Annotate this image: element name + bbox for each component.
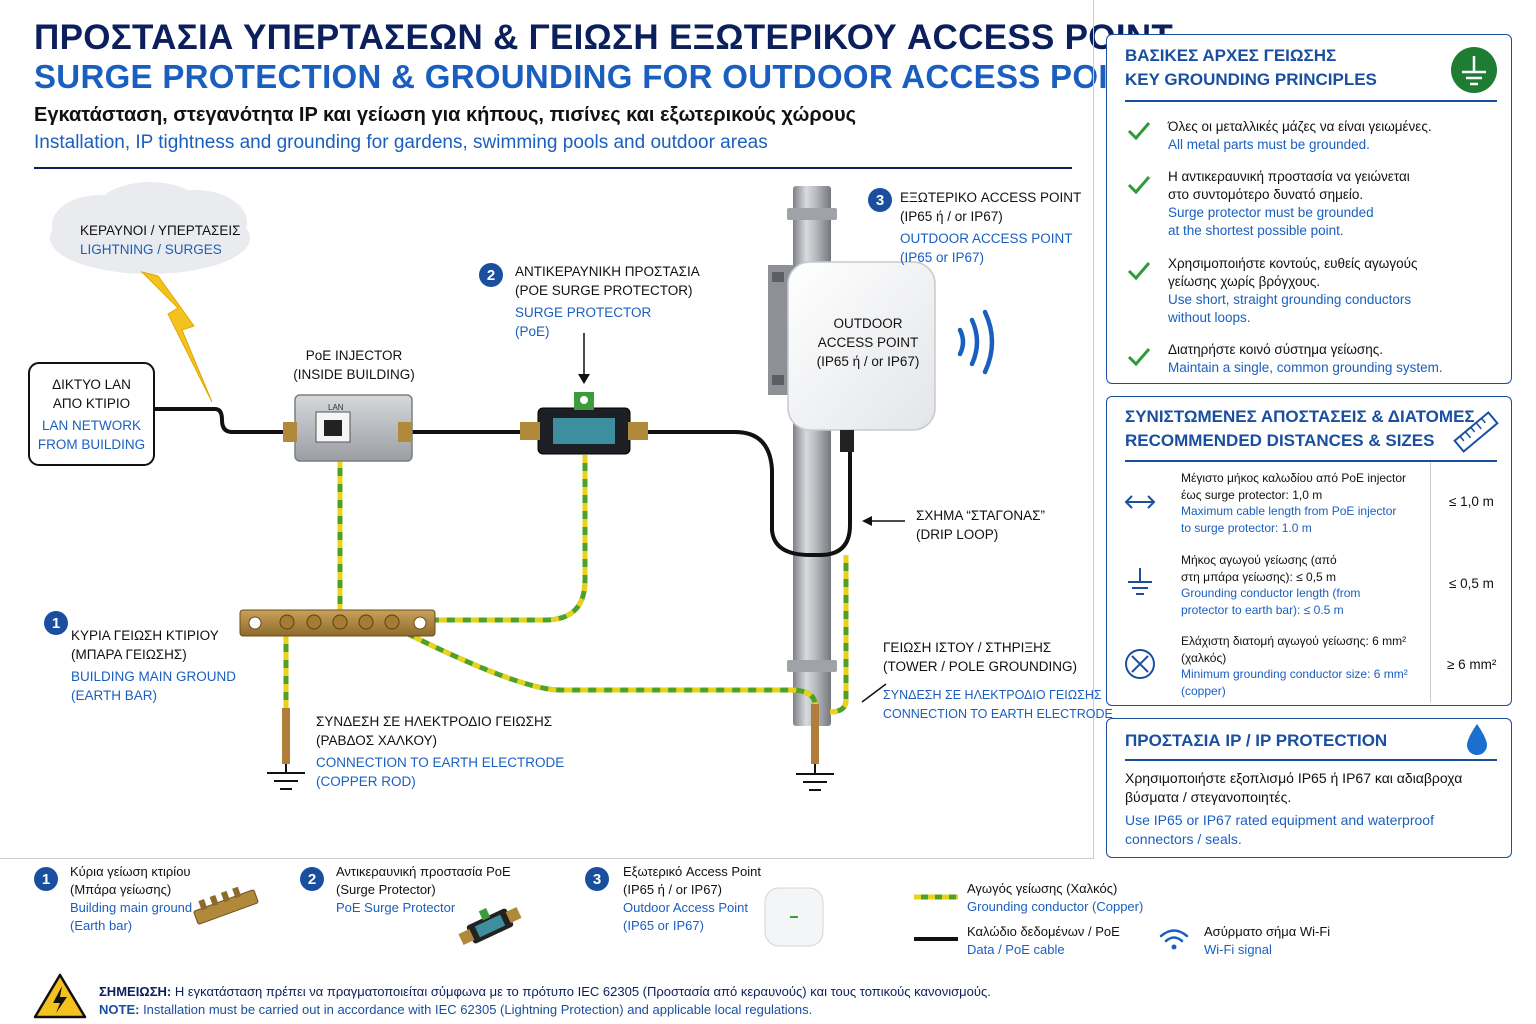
lightning-bolt-icon — [140, 271, 213, 403]
distance-value: ≥ 6 mm² — [1447, 657, 1497, 672]
title-divider — [34, 167, 1072, 169]
principle-item: Χρησιμοποιήστε κοντούς, ευθείς αγωγούς γ… — [1168, 256, 1418, 325]
ground-symbol-icon — [1124, 566, 1156, 603]
double-arrow-icon — [1122, 492, 1158, 517]
check-icon — [1126, 174, 1152, 201]
distance-row: Μήκος αγωγού γείωσης (από στη μπάρα γείω… — [1181, 553, 1361, 617]
lan-network-label: ΔΙΚΤΥΟ LAN ΑΠΟ ΚΤΙΡΙΟ LAN NETWORK FROM B… — [37, 377, 146, 452]
legend-badge-3: 3 — [585, 867, 609, 891]
note-label-gr: ΣΗΜΕΙΩΣΗ: — [99, 984, 172, 999]
wifi-signal-icon — [957, 309, 995, 375]
earth-electrode-label: ΣΥΝΔΕΣΗ ΣΕ ΗΛΕΚΤΡΟΔΙΟ ΓΕΙΩΣΗΣ (ΡΑΒΔΟΣ ΧΑ… — [316, 714, 565, 789]
note-text-gr: Η εγκατάσταση πρέπει να πραγματοποιείται… — [171, 984, 991, 999]
installation-diagram: LAN — [28, 182, 995, 791]
horizontal-divider — [0, 858, 1094, 859]
ip-protection-panel — [1106, 718, 1512, 858]
page-title-greek: ΠΡΟΣΤΑΣΙΑ ΥΠΕΡΤΑΣΕΩΝ & ΓΕΙΩΣΗ ΕΞΩΤΕΡΙΚΟΥ… — [34, 18, 1174, 57]
legend-item-access-point: Εξωτερικό Access Point (IP65 ή / or IP67… — [623, 864, 761, 933]
distance-row: Μέγιστο μήκος καλωδίου από PoE injector … — [1181, 471, 1407, 535]
page-subtitle-english: Installation, IP tightness and grounding… — [34, 132, 768, 153]
ip-title: ΠΡΟΣΤΑΣΙΑ IP / IP PROTECTION — [1125, 731, 1388, 750]
main-ground-badge-1: 1 — [44, 611, 68, 635]
grounding-conductors — [283, 455, 849, 715]
earth-ground-icon — [1451, 47, 1497, 93]
surge-protector-device — [520, 392, 648, 455]
page-subtitle-greek: Εγκατάσταση, στεγανότητα IP και γείωση γ… — [34, 104, 857, 126]
note-english: NOTE: Installation must be carried out i… — [99, 1000, 812, 1019]
ap-connector — [840, 430, 854, 452]
surge-protector-label: ΑΝΤΙΚΕΡΑΥΝΙΚΗ ΠΡΟΣΤΑΣΙΑ (POE SURGE PROTE… — [515, 264, 700, 339]
legend-badge-2: 2 — [300, 867, 324, 891]
poe-injector-label: PoE INJECTOR (INSIDE BUILDING) — [293, 348, 415, 382]
ap-badge-3: 3 — [868, 188, 892, 212]
earth-electrode-pole — [796, 704, 834, 791]
vertical-divider — [1093, 0, 1094, 858]
access-point-label: ΕΞΩΤΕΡΙΚΟ ACCESS POINT (IP65 ή / or IP67… — [900, 190, 1082, 265]
earth-bar-thumbnail-icon — [193, 886, 259, 925]
ruler-icon — [1453, 411, 1499, 453]
cross-section-icon — [1124, 648, 1156, 685]
principles-title-en: KEY GROUNDING PRINCIPLES — [1125, 70, 1377, 89]
drip-loop-label: ΣΧΗΜΑ “ΣΤΑΓΟΝΑΣ” (DRIP LOOP) — [916, 508, 1045, 542]
principles-rule — [1125, 100, 1497, 102]
warning-icon — [33, 973, 87, 1019]
legend-item-surge-protector: Αντικεραυνική προστασία PoE (Surge Prote… — [336, 864, 511, 915]
earth-electrode-left — [267, 708, 305, 790]
principle-item: Διατηρήστε κοινό σύστημα γείωσης. Mainta… — [1168, 342, 1443, 375]
surge-badge-2: 2 — [479, 263, 503, 287]
lightning-cloud — [50, 182, 250, 274]
check-icon — [1126, 120, 1152, 147]
principles-title-gr: ΒΑΣΙΚΕΣ ΑΡΧΕΣ ΓΕΙΩΣΗΣ — [1125, 46, 1337, 65]
access-point-thumbnail-icon — [764, 887, 824, 947]
tower-grounding-label: ΓΕΙΩΣΗ ΙΣΤΟΥ / ΣΤΗΡΙΞΗΣ (TOWER / POLE GR… — [883, 640, 1113, 721]
injector-port-label: LAN — [328, 403, 344, 412]
distances-column-divider — [1430, 462, 1431, 702]
distances-rule — [1125, 460, 1497, 462]
ip-text: Χρησιμοποιήστε εξοπλισμό IP65 ή IP67 και… — [1125, 770, 1463, 847]
distances-title-gr: ΣΥΝΙΣΤΩΜΕΝΕΣ ΑΠΟΣΤΑΣΕΙΣ & ΔΙΑΤΟΜΕΣ — [1125, 407, 1475, 426]
distances-title-en: RECOMMENDED DISTANCES & SIZES — [1125, 431, 1435, 450]
access-point-housing — [787, 261, 936, 431]
legend-wifi: Ασύρματο σήμα Wi-Fi Wi-Fi signal — [1204, 924, 1331, 957]
legend-badge-1: 1 — [34, 867, 58, 891]
note-label-en: NOTE: — [99, 1002, 140, 1017]
distance-value: ≤ 1,0 m — [1449, 494, 1494, 509]
grounding-principles-panel — [1106, 34, 1512, 384]
note-text-en: Installation must be carried out in acco… — [139, 1002, 813, 1017]
principle-item: Όλες οι μεταλλικές μάζες να είναι γειωμέ… — [1168, 119, 1432, 152]
ground-wire-legend-icon — [914, 894, 958, 900]
ip-rule — [1125, 759, 1497, 761]
poe-injector-device: LAN — [283, 394, 413, 462]
note-greek: ΣΗΜΕΙΩΣΗ: Η εγκατάσταση πρέπει να πραγμα… — [99, 982, 991, 1001]
data-cable — [155, 407, 295, 434]
check-icon — [1126, 260, 1152, 287]
distance-value: ≤ 0,5 m — [1449, 576, 1494, 591]
data-cable-legend-icon — [914, 937, 958, 941]
surge-protector-thumbnail-icon — [458, 907, 522, 945]
distance-row: Ελάχιστη διατομή αγωγού γείωσης: 6 mm² (… — [1181, 634, 1408, 698]
page-title-english: SURGE PROTECTION & GROUNDING FOR OUTDOOR… — [34, 58, 1153, 95]
water-drop-icon — [1467, 724, 1487, 755]
lan-network-box — [28, 362, 155, 466]
legend-ground-wire: Αγωγός γείωσης (Χαλκός) Grounding conduc… — [967, 881, 1144, 914]
legend-data-cable: Καλώδιο δεδομένων / PoE Data / PoE cable — [967, 924, 1120, 957]
lightning-label: ΚΕΡΑΥΝΟΙ / ΥΠΕΡΤΑΣΕΙΣ LIGHTNING / SURGES — [80, 223, 241, 257]
main-ground-label: ΚΥΡΙΑ ΓΕΙΩΣΗ ΚΤΙΡΙΟΥ (ΜΠΑΡΑ ΓΕΙΩΣΗΣ) BUI… — [71, 628, 237, 703]
access-point-box-label: OUTDOOR ACCESS POINT (IP65 ή / or IP67) — [816, 316, 920, 369]
earth-bar — [239, 609, 436, 637]
check-icon — [1126, 346, 1152, 373]
principle-item: Η αντικεραυνική προστασία να γειώνεται σ… — [1168, 169, 1410, 238]
wifi-legend-icon — [1159, 929, 1189, 950]
legend-item-earth-bar: Κύρια γείωση κτιρίου (Μπάρα γείωσης) Bui… — [70, 864, 193, 933]
distances-panel — [1106, 396, 1512, 706]
